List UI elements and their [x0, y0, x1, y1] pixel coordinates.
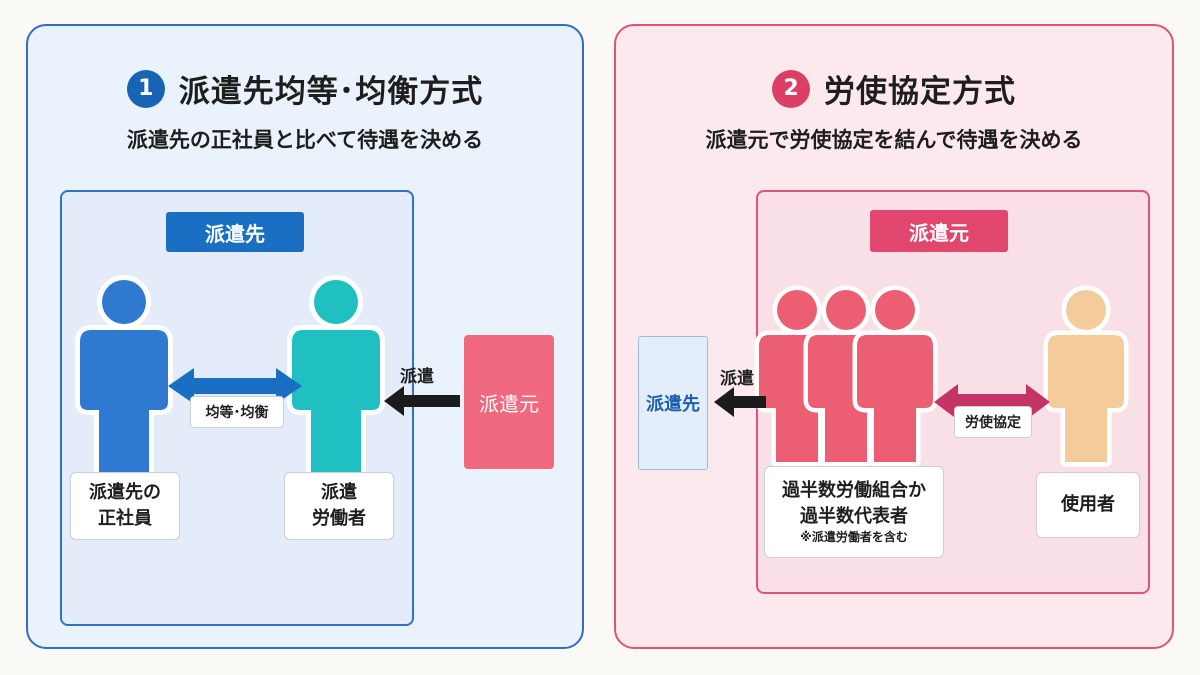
regular-employee-label: 派遣先の 正社員	[70, 472, 180, 540]
equal-balance-label: 均等･均衡	[190, 396, 284, 428]
dispatch-destination-tag: 派遣先	[166, 212, 304, 252]
employer-label: 使用者	[1036, 472, 1140, 538]
regular-employee-label-line1: 派遣先の	[89, 481, 161, 503]
labor-agreement-label: 労使協定	[954, 406, 1032, 438]
left-diagram-graphics	[28, 26, 460, 651]
equal-balance-double-arrow-icon	[168, 368, 302, 404]
step-number-badge: 2	[772, 69, 810, 108]
panel-heading: 労使協定方式	[824, 74, 1016, 110]
dispatch-label: 派遣	[400, 367, 434, 387]
dispatch-source-card: 派遣元	[464, 335, 554, 469]
panel-subtitle: 派遣先の正社員と比べて待遇を決める	[126, 128, 484, 152]
dispatch-arrow-icon	[714, 387, 766, 417]
dispatched-worker-person-icon	[292, 280, 380, 472]
labor-agreement-double-arrow-icon	[934, 384, 1050, 420]
panel-heading: 派遣先均等･均衡方式	[178, 74, 484, 110]
right-diagram-graphics	[714, 26, 1176, 651]
dispatched-worker-label: 派遣 労働者	[284, 472, 394, 540]
dispatch-label: 派遣	[720, 369, 754, 389]
dispatched-worker-label-line1: 派遣	[321, 481, 357, 503]
step-number-badge: 1	[126, 69, 165, 108]
dispatch-arrow-icon	[384, 386, 460, 416]
majority-union-label: 過半数労働組合か 過半数代表者 ※派遣労働者を含む	[764, 466, 944, 558]
majority-union-label-line1: 過半数労働組合か	[782, 480, 926, 502]
regular-employee-person-icon	[80, 280, 168, 472]
regular-employee-label-line2: 正社員	[98, 508, 152, 529]
dispatch-source-tag: 派遣元	[870, 210, 1008, 252]
panel-title: 2 労使協定方式	[616, 66, 1172, 111]
employer-person-icon	[1048, 290, 1124, 462]
equal-balance-method-panel: 1 派遣先均等･均衡方式 派遣先の正社員と比べて待遇を決める 派遣先	[26, 24, 584, 649]
dispatched-worker-label-line2: 労働者	[312, 508, 366, 529]
panel-title: 1 派遣先均等･均衡方式	[28, 66, 582, 111]
majority-union-label-line2: 過半数代表者	[800, 505, 908, 527]
labor-agreement-method-panel: 2 労使協定方式 派遣元で労使協定を結んで待遇を決める 派遣元 派遣先	[614, 24, 1174, 649]
dispatch-destination-card: 派遣先	[638, 336, 708, 470]
panel-subtitle: 派遣元で労使協定を結んで待遇を決める	[705, 128, 1083, 152]
majority-union-note: ※派遣労働者を含む	[800, 529, 908, 544]
